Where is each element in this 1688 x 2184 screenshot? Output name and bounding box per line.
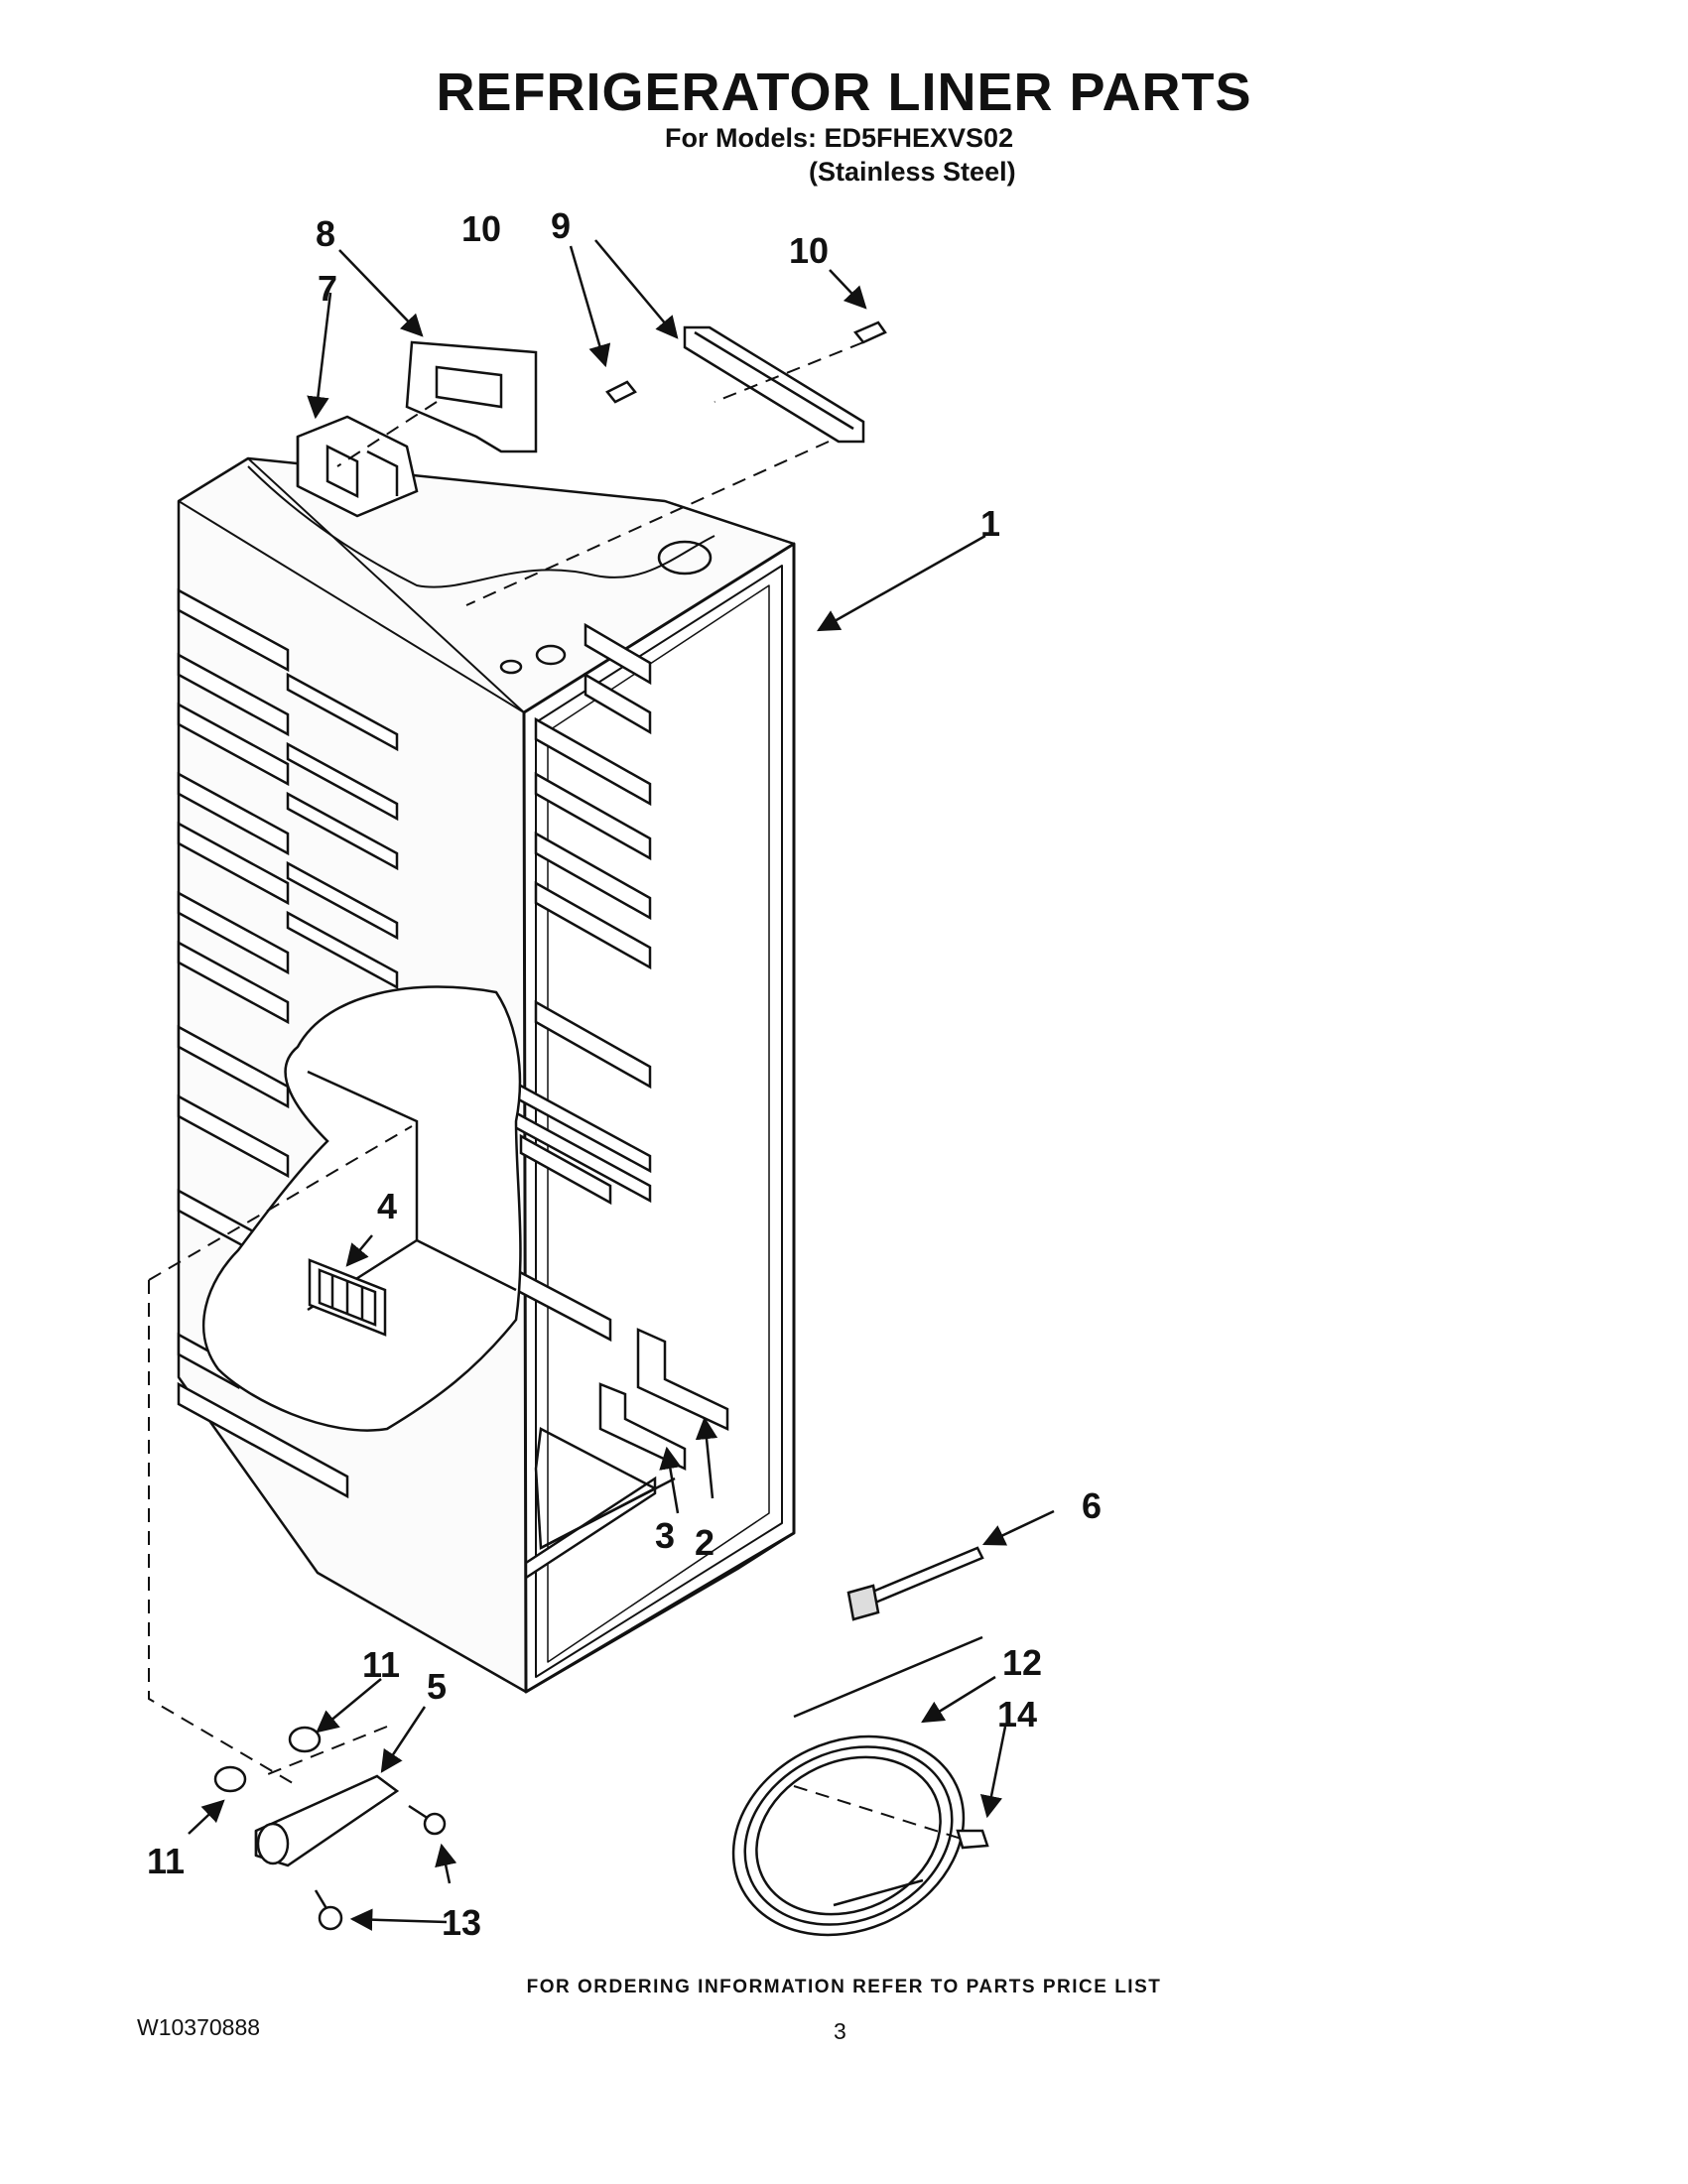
callout-1: 1 xyxy=(980,503,1000,544)
lower-cutaway xyxy=(202,985,522,1432)
callout-13: 13 xyxy=(442,1902,481,1943)
page-number: 3 xyxy=(834,2018,846,2044)
leader-arrows xyxy=(188,239,1055,1931)
alignment-lines xyxy=(148,341,969,1842)
screw-14 xyxy=(956,1829,989,1850)
callout-14: 14 xyxy=(997,1694,1037,1734)
screws-10 xyxy=(605,321,887,404)
models-line: For Models: ED5FHEXVS02 xyxy=(665,123,1014,153)
bulb-sockets xyxy=(213,1726,322,1793)
ordering-note: FOR ORDERING INFORMATION REFER TO PARTS … xyxy=(526,1977,1162,1997)
left-shelf-ribs xyxy=(177,587,399,1499)
lower-compartment xyxy=(534,1427,676,1550)
control-cover xyxy=(405,340,538,453)
callout-7: 7 xyxy=(318,268,337,309)
vent-grille xyxy=(308,1258,387,1337)
light-housing xyxy=(254,1774,400,1867)
callout-11a: 11 xyxy=(362,1644,400,1685)
callout-9: 9 xyxy=(551,205,571,246)
tubing-coil xyxy=(731,1635,983,1937)
callout-10b: 10 xyxy=(789,230,829,271)
cable-tie xyxy=(846,1546,984,1621)
callout-10a: 10 xyxy=(461,208,501,249)
callout-2: 2 xyxy=(695,1522,714,1563)
control-housing xyxy=(296,415,419,518)
callout-11b: 11 xyxy=(147,1841,185,1881)
callout-6: 6 xyxy=(1082,1485,1102,1526)
callout-8: 8 xyxy=(316,213,335,254)
top-rail xyxy=(683,325,865,444)
callout-4: 4 xyxy=(377,1186,397,1226)
finish-line: (Stainless Steel) xyxy=(809,157,1016,187)
document-number: W10370888 xyxy=(137,2014,261,2040)
page-title: REFRIGERATOR LINER PARTS xyxy=(436,63,1252,122)
bulbs xyxy=(314,1804,447,1931)
callout-3: 3 xyxy=(655,1515,675,1556)
callout-5: 5 xyxy=(427,1666,447,1707)
callout-12: 12 xyxy=(1002,1642,1042,1683)
callout-numbers: 1 2 3 4 5 6 7 8 9 10 10 11 11 12 13 14 xyxy=(147,205,1102,1943)
